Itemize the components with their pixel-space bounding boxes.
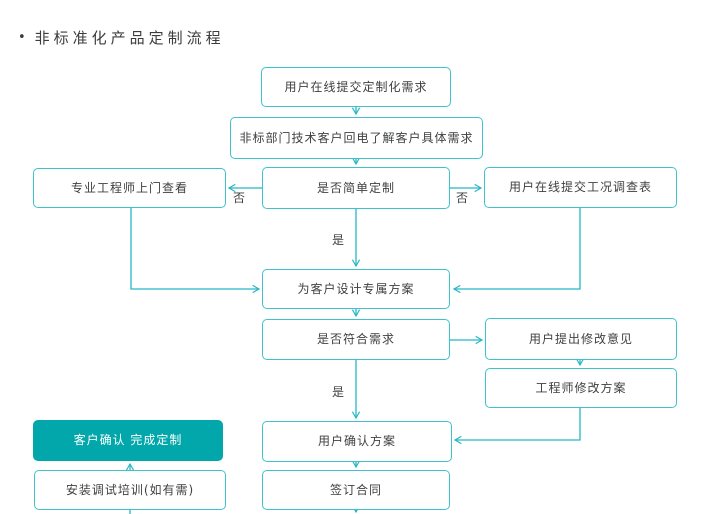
page-title-text: 非标准化产品定制流程 <box>34 29 225 47</box>
node-install-training: 安装调试培训(如有需) <box>34 470 226 510</box>
node-survey-form: 用户在线提交工况调查表 <box>484 167 677 208</box>
title-bullet-icon: • <box>18 30 26 45</box>
node-user-feedback: 用户提出修改意见 <box>485 318 677 360</box>
node-is-simple-custom: 是否简单定制 <box>262 167 450 209</box>
edge-label-no-right: 否 <box>456 191 469 205</box>
edge-label-no-left: 否 <box>233 191 246 205</box>
node-meets-need: 是否符合需求 <box>262 319 450 360</box>
node-user-confirm-plan: 用户确认方案 <box>262 421 452 462</box>
node-engineer-revise: 工程师修改方案 <box>485 368 677 408</box>
node-engineer-visit: 专业工程师上门查看 <box>33 168 226 208</box>
page-title: • 非标准化产品定制流程 <box>18 27 225 48</box>
node-submit-need: 用户在线提交定制化需求 <box>261 67 451 107</box>
node-design-plan: 为客户设计专属方案 <box>262 269 450 309</box>
node-sign-contract: 签订合同 <box>262 470 450 510</box>
edge-label-yes-confirm: 是 <box>332 385 345 399</box>
edge-label-yes-design: 是 <box>332 233 345 247</box>
node-callback: 非标部门技术客户回电了解客户具体需求 <box>230 117 483 159</box>
node-customer-confirm-done: 客户确认 完成定制 <box>33 420 223 461</box>
